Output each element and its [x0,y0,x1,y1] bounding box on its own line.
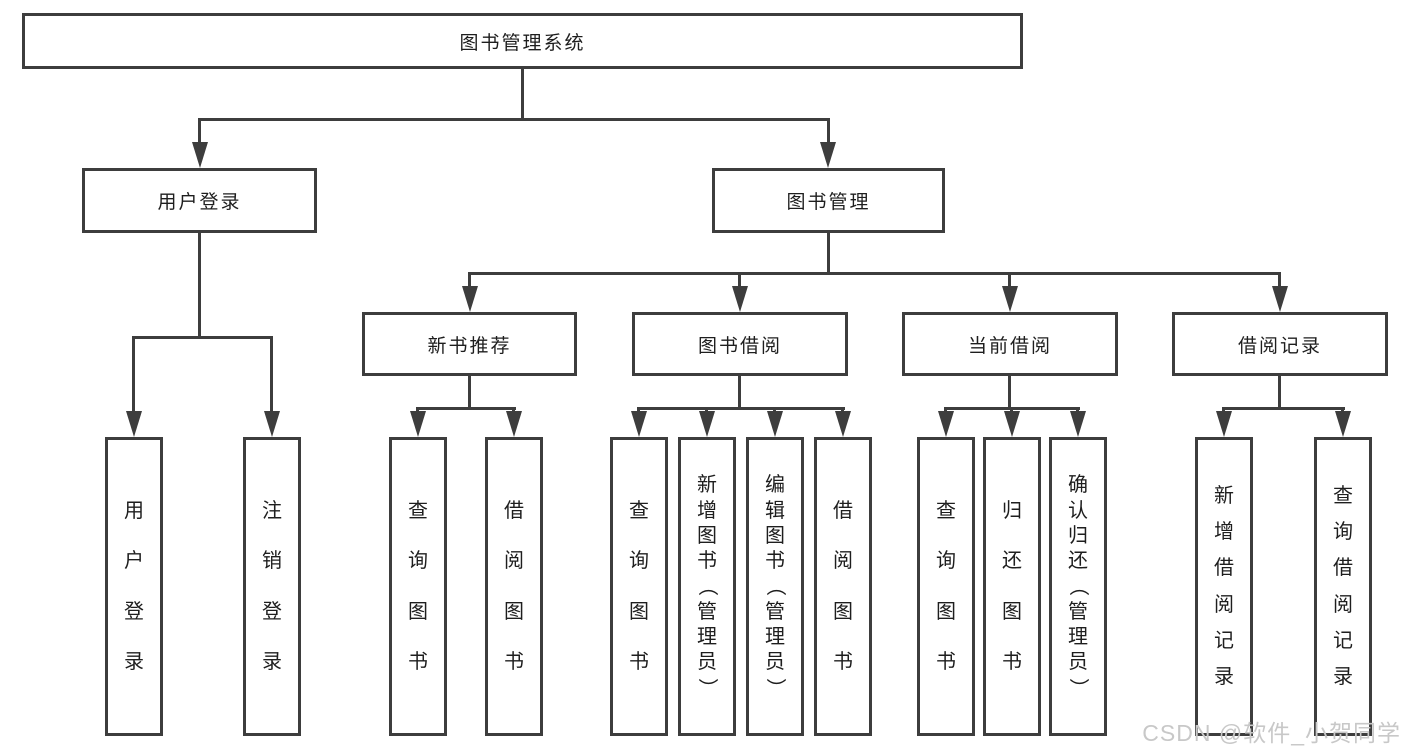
arrow-down-icon [1070,411,1086,437]
connector-line [637,407,845,410]
node-current-borrow-label: 当前借阅 [967,335,1052,357]
connector-line [738,272,741,290]
connector-line [198,118,830,121]
leaf-label: 借阅图书 [504,499,524,674]
leaf-label: 借阅图书 [833,499,853,674]
arrow-down-icon [192,142,208,168]
leaf-label: 查询借阅记录 [1333,485,1353,688]
arrow-down-icon [1004,411,1020,437]
arrow-down-icon [1272,286,1288,312]
connector-line [1008,272,1011,290]
arrow-down-icon [506,411,522,437]
connector-line [132,336,273,339]
leaf-query-books-current: 查询图书 [917,437,975,736]
connector-line [738,376,741,410]
csdn-watermark: CSDN @软件_小贺同学 [1142,720,1401,746]
node-book-borrow: 图书借阅 [632,312,848,376]
arrow-down-icon [767,411,783,437]
leaf-label: 新增图书（管理员） [696,474,718,698]
leaf-label: 查询图书 [408,499,428,674]
connector-line [198,118,201,146]
arrow-down-icon [462,286,478,312]
node-new-book-recommend: 新书推荐 [362,312,577,376]
leaf-borrow-books-recommend: 借阅图书 [485,437,543,736]
leaf-edit-books-admin: 编辑图书（管理员） [746,437,804,736]
connector-line [132,336,135,415]
connector-line [1278,272,1281,290]
leaf-query-books-recommend: 查询图书 [389,437,447,736]
arrow-down-icon [264,411,280,437]
connector-line [1278,376,1281,410]
leaf-label: 查询图书 [936,499,956,674]
leaf-label: 确认归还（管理员） [1067,474,1089,698]
leaf-label: 编辑图书（管理员） [764,474,786,698]
node-borrow-record: 借阅记录 [1172,312,1388,376]
node-root: 图书管理系统 [22,13,1023,69]
connector-line [198,233,201,339]
leaf-confirm-return-admin: 确认归还（管理员） [1049,437,1107,736]
leaf-label: 注销登录 [262,499,282,674]
connector-line [468,272,471,290]
leaf-query-borrow-record: 查询借阅记录 [1314,437,1372,736]
leaf-label: 查询图书 [629,499,649,674]
arrow-down-icon [1335,411,1351,437]
leaf-logout: 注销登录 [243,437,301,736]
arrow-down-icon [410,411,426,437]
leaf-add-borrow-record: 新增借阅记录 [1195,437,1253,736]
arrow-down-icon [126,411,142,437]
connector-line [827,118,830,146]
leaf-query-books-borrow: 查询图书 [610,437,668,736]
node-root-label: 图书管理系统 [459,32,586,54]
node-book-management: 图书管理 [712,168,945,233]
leaf-label: 新增借阅记录 [1214,485,1234,688]
leaf-return-books: 归还图书 [983,437,1041,736]
connector-line [468,376,471,410]
arrow-down-icon [835,411,851,437]
leaf-label: 用户登录 [124,499,144,674]
arrow-down-icon [732,286,748,312]
arrow-down-icon [699,411,715,437]
leaf-add-books-admin: 新增图书（管理员） [678,437,736,736]
connector-line [1008,376,1011,410]
connector-line [270,336,273,415]
arrow-down-icon [1002,286,1018,312]
connector-line [827,233,830,275]
node-new-book-recommend-label: 新书推荐 [427,335,512,357]
node-book-management-label: 图书管理 [786,192,871,213]
arrow-down-icon [820,142,836,168]
connector-line [468,272,1281,275]
node-book-borrow-label: 图书借阅 [697,335,782,357]
node-borrow-record-label: 借阅记录 [1237,335,1322,357]
arrow-down-icon [631,411,647,437]
connector-line [521,69,524,121]
leaf-borrow-books: 借阅图书 [814,437,872,736]
node-user-login: 用户登录 [82,168,317,233]
arrow-down-icon [1216,411,1232,437]
node-user-login-label: 用户登录 [157,192,242,213]
leaf-label: 归还图书 [1002,499,1022,674]
connector-line [1222,407,1345,410]
leaf-user-login: 用户登录 [105,437,163,736]
node-current-borrow: 当前借阅 [902,312,1118,376]
connector-line [416,407,516,410]
arrow-down-icon [938,411,954,437]
